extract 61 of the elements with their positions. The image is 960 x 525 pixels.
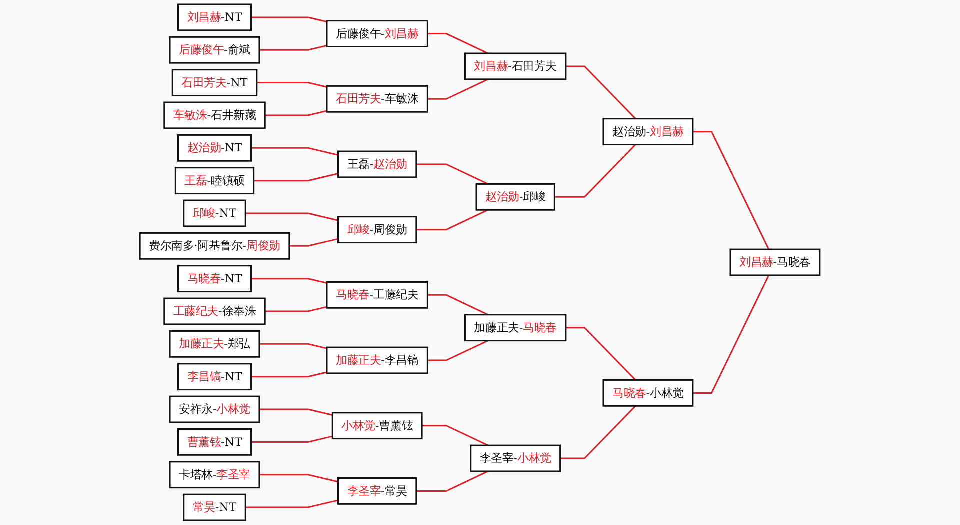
- node-box: 李圣宰-小林觉: [470, 444, 562, 472]
- connector: [251, 147, 338, 156]
- node-box: 常昊-NT: [183, 494, 246, 522]
- connector: [416, 470, 488, 492]
- connector: [251, 436, 333, 443]
- connector: [256, 82, 328, 88]
- connector: [259, 474, 338, 483]
- node-box: 后藤俊午-刘昌赫: [326, 20, 428, 48]
- node-box: 李昌镐-NT: [178, 363, 252, 391]
- node-box: 邱峻-NT: [183, 200, 246, 228]
- node-box: 刘昌赫-马晓春: [730, 248, 821, 276]
- node-box: 邱峻-周俊勋: [338, 216, 418, 244]
- node-box: 赵治勋-NT: [178, 134, 252, 162]
- connector: [251, 372, 328, 378]
- node-box: 王磊-睦镇硕: [174, 167, 255, 195]
- connector: [416, 209, 488, 231]
- node-box: 小林觉-曹薰铉: [332, 412, 423, 440]
- node-box: 李圣宰-常昊: [338, 478, 418, 505]
- node-box: 刘昌赫-NT: [178, 4, 252, 32]
- connector: [566, 66, 636, 120]
- connector: [246, 212, 338, 222]
- connector: [428, 340, 488, 362]
- node-box: 安祚永-小林觉: [169, 396, 260, 424]
- node-box: 工藤纪夫-徐奉洙: [164, 298, 266, 326]
- connector: [289, 238, 338, 247]
- node-box: 石田芳夫-NT: [172, 69, 258, 96]
- connector: [265, 110, 328, 116]
- node-box: 马晓春-小林觉: [602, 379, 694, 407]
- connector: [254, 173, 338, 182]
- node-box: 马晓春-NT: [178, 265, 252, 293]
- node-box: 石田芳夫-车敏洙: [326, 85, 428, 113]
- connector: [259, 343, 328, 350]
- node-box: 加藤正夫-马晓春: [464, 314, 567, 342]
- node-box: 后藤俊午-俞斌: [169, 36, 260, 64]
- connector: [246, 500, 338, 508]
- connector: [428, 294, 488, 316]
- node-box: 马晓春-工藤纪夫: [326, 281, 428, 309]
- node-box: 王磊-赵治勋: [338, 150, 418, 178]
- connector: [428, 33, 488, 54]
- connector: [692, 131, 770, 250]
- connector: [554, 144, 636, 198]
- connector: [560, 406, 636, 460]
- connector: [259, 44, 328, 51]
- connector: [422, 425, 488, 446]
- node-box: 卡塔林-李圣宰: [169, 461, 260, 489]
- node-box: 刘昌赫-石田芳夫: [464, 52, 567, 80]
- node-box: 车敏洙-石井新藏: [164, 102, 266, 130]
- connector: [265, 306, 328, 312]
- connector: [251, 278, 328, 284]
- connector: [428, 78, 488, 100]
- connector: [416, 164, 488, 185]
- connector: [692, 275, 770, 394]
- node-box: 费尔南多·阿基鲁尔-周俊勋: [139, 232, 290, 260]
- node-box: 加藤正夫-郑弘: [169, 330, 260, 358]
- node-box: 曹薰铉-NT: [178, 428, 252, 456]
- connector: [259, 408, 333, 416]
- node-box: 赵治勋-邱峻: [476, 183, 556, 211]
- connector: [566, 327, 636, 381]
- connector: [251, 16, 328, 23]
- node-box: 加藤正夫-李昌镐: [326, 346, 428, 374]
- node-box: 赵治勋-刘昌赫: [602, 118, 694, 146]
